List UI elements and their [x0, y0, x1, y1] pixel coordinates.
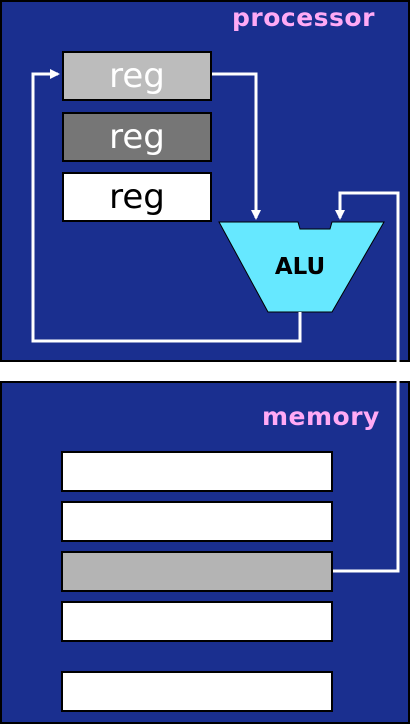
processor-title: processor	[232, 3, 375, 32]
memory-cell-2	[61, 501, 333, 542]
memory-cell-4	[61, 601, 333, 642]
memory-cell-5	[61, 671, 333, 712]
register-3: reg	[62, 172, 212, 222]
register-1: reg	[62, 51, 212, 101]
alu-label: ALU	[274, 254, 326, 280]
memory-cell-1	[61, 451, 333, 492]
memory-title: memory	[262, 402, 380, 431]
memory-cell-3-highlighted	[61, 551, 333, 592]
register-2: reg	[62, 112, 212, 162]
